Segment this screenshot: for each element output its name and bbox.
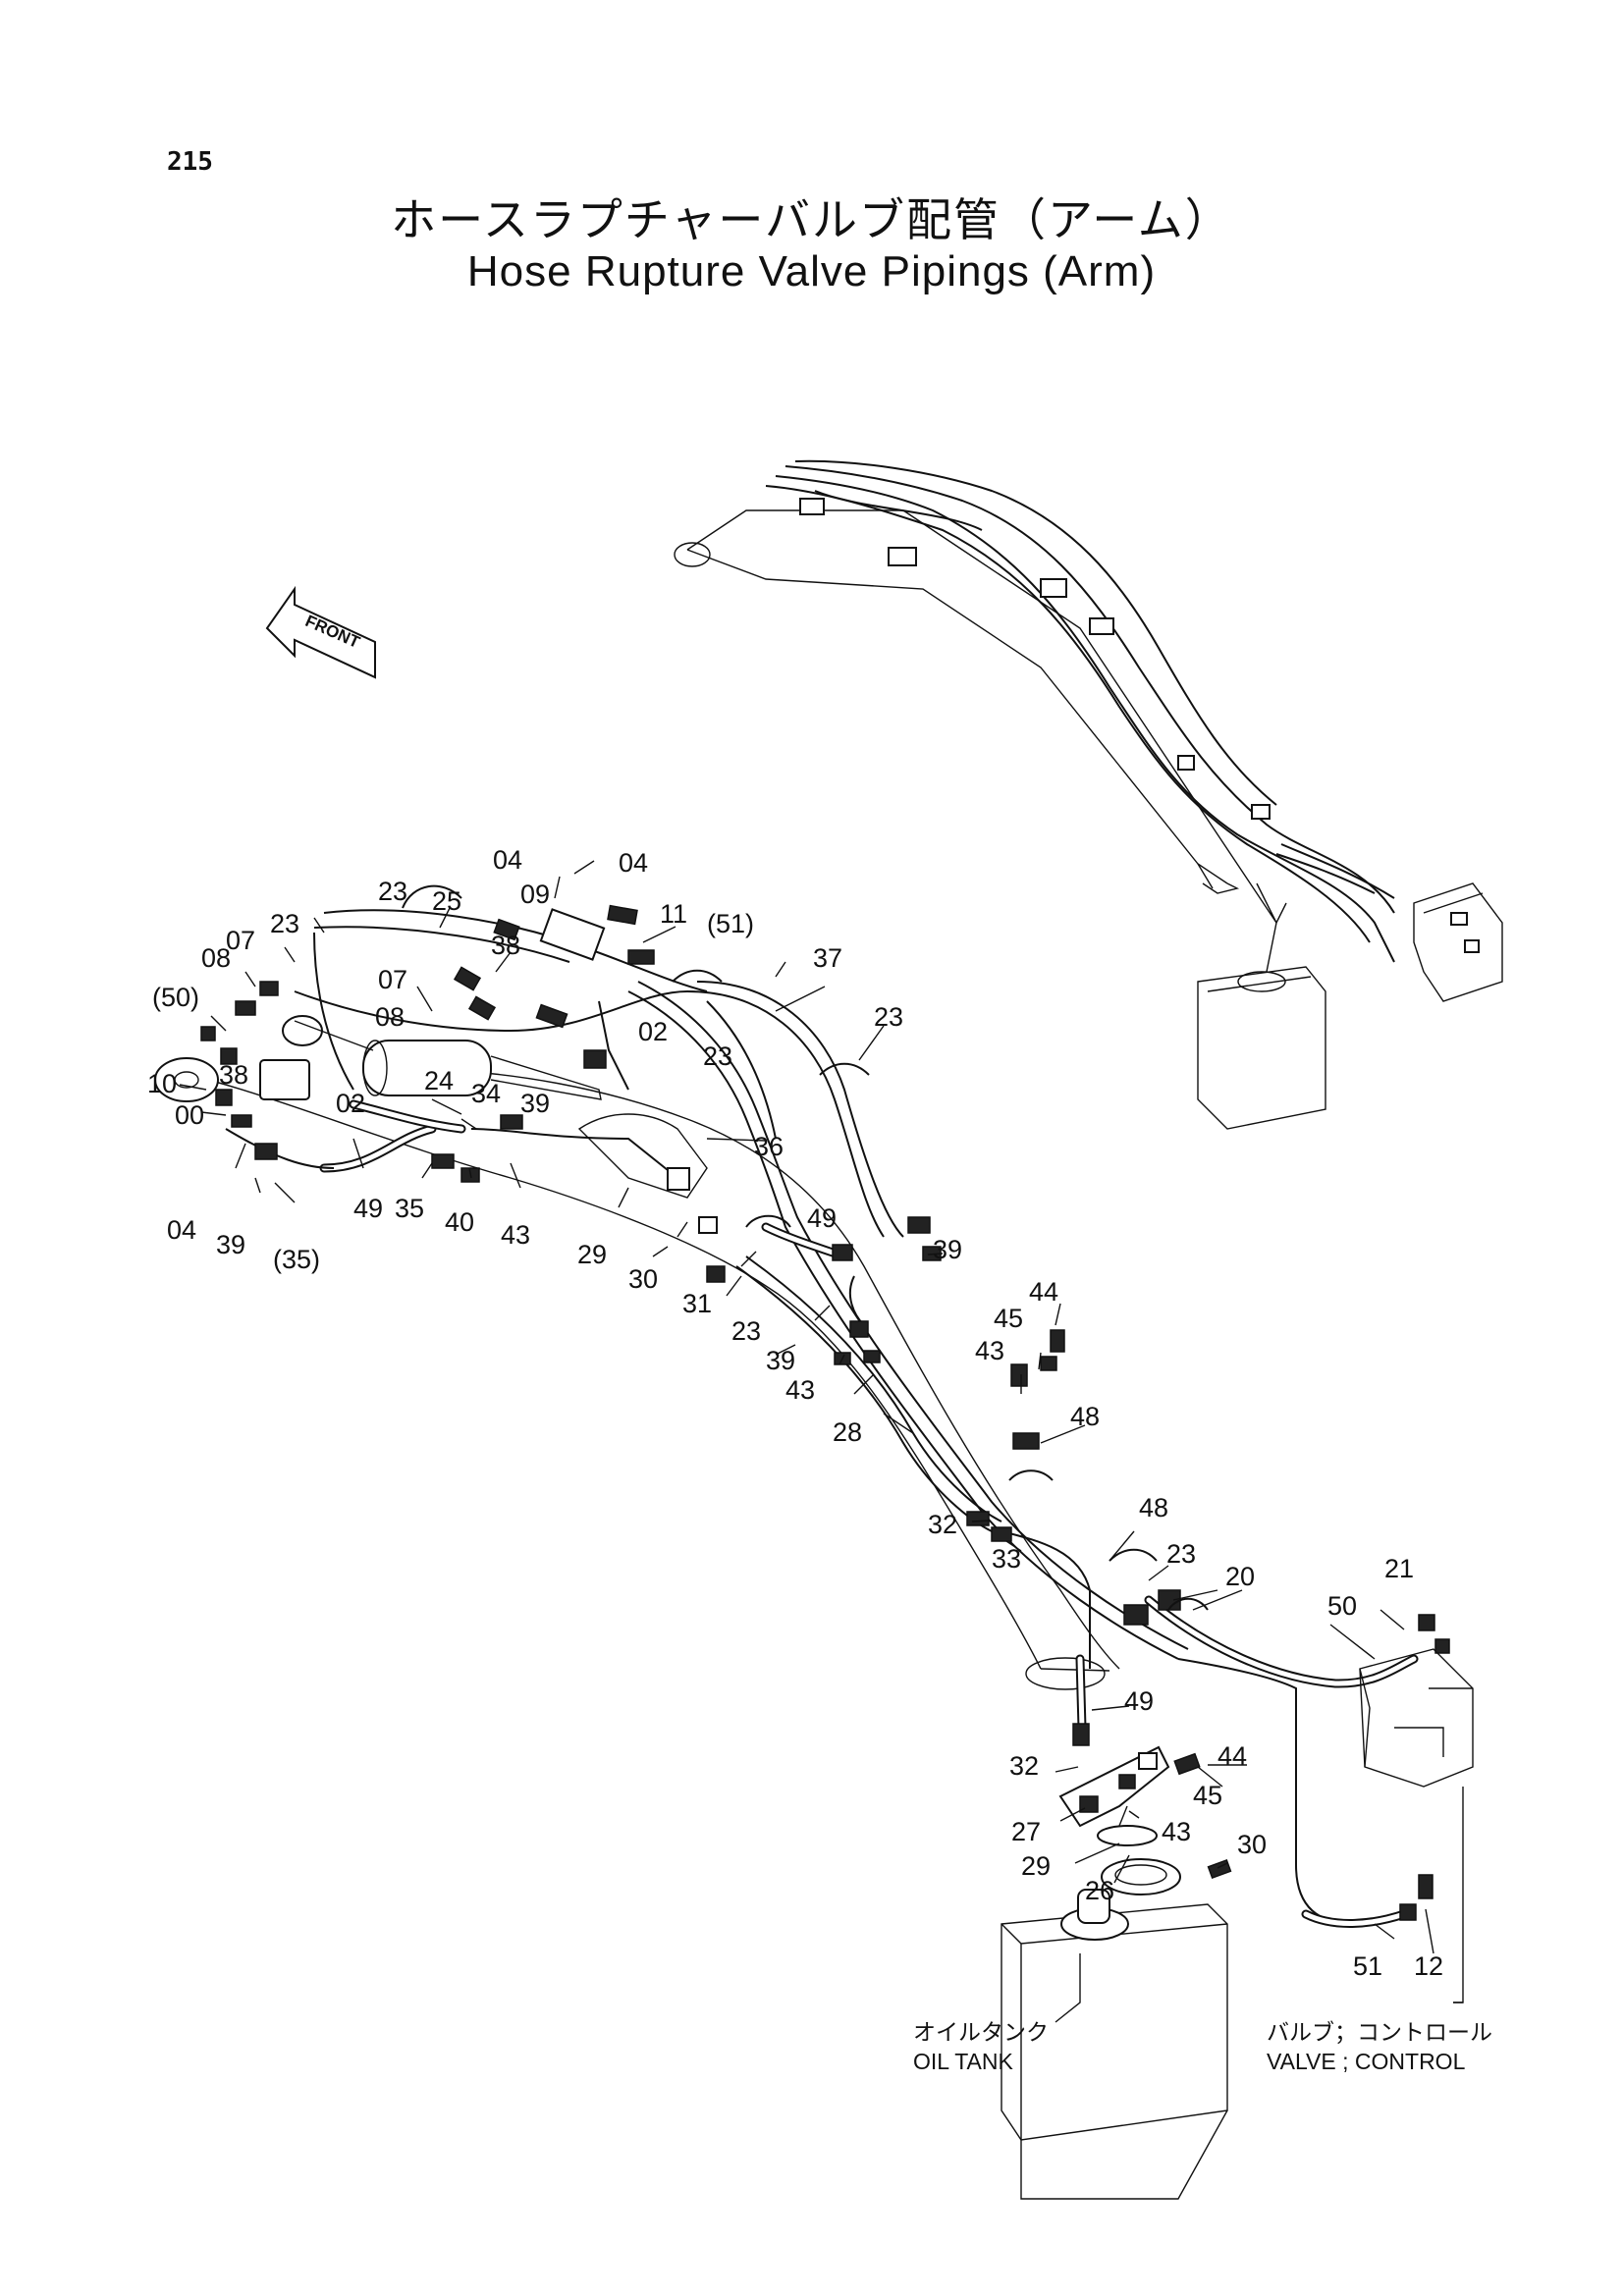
main-hose-run bbox=[225, 909, 1419, 1928]
front-arrow-icon: FRONT bbox=[265, 585, 376, 679]
callout: 44 bbox=[1029, 1277, 1058, 1307]
callout: 29 bbox=[577, 1240, 607, 1269]
callout: 07 bbox=[226, 926, 255, 955]
callout: 02 bbox=[336, 1089, 365, 1118]
callout: 43 bbox=[975, 1336, 1004, 1365]
callout: 31 bbox=[682, 1289, 712, 1318]
front-label: FRONT bbox=[302, 612, 363, 652]
callout: 50 bbox=[1327, 1591, 1357, 1621]
callout: 49 bbox=[807, 1203, 837, 1233]
callout: 07 bbox=[378, 965, 407, 994]
callout: 24 bbox=[424, 1066, 454, 1095]
callout-numbers: 04 04 09 11 (51) 37 23 23 25 38 07 23 08… bbox=[147, 845, 1443, 1981]
callout: 39 bbox=[933, 1235, 962, 1264]
arm-upper-outline bbox=[674, 509, 1277, 924]
upper-oil-tank bbox=[1197, 902, 1326, 1130]
callout: 10 bbox=[147, 1069, 177, 1098]
callout: 30 bbox=[628, 1264, 658, 1294]
diagram-title-english: Hose Rupture Valve Pipings (Arm) bbox=[466, 247, 1157, 295]
breather-bracket bbox=[1058, 1745, 1232, 1880]
callout: 25 bbox=[432, 886, 461, 916]
callout: 12 bbox=[1414, 1951, 1443, 1981]
callout: 23 bbox=[378, 877, 407, 906]
callout: 08 bbox=[201, 943, 231, 973]
callout: 44 bbox=[1217, 1741, 1247, 1771]
callout: (51) bbox=[707, 909, 754, 938]
arm-cylinder bbox=[282, 1015, 708, 1199]
callout: 23 bbox=[703, 1041, 732, 1071]
clamps bbox=[402, 884, 1209, 1611]
callout: 23 bbox=[874, 1002, 903, 1032]
callout: 23 bbox=[1166, 1539, 1196, 1569]
callout: 21 bbox=[1384, 1554, 1414, 1583]
callout: 32 bbox=[1009, 1751, 1039, 1781]
callout: 30 bbox=[1237, 1830, 1267, 1859]
callout: 36 bbox=[754, 1132, 784, 1161]
lower-oil-tank bbox=[1001, 1858, 1228, 2200]
callout: 29 bbox=[1021, 1851, 1051, 1881]
callout: 32 bbox=[928, 1510, 957, 1539]
callout: 26 bbox=[1085, 1876, 1114, 1905]
callout: 11 bbox=[660, 899, 687, 929]
callout: 27 bbox=[1011, 1817, 1041, 1846]
callout: 08 bbox=[375, 1002, 405, 1032]
callout: 34 bbox=[471, 1079, 501, 1108]
valve-label-en: VALVE ; CONTROL bbox=[1267, 2049, 1466, 2074]
callout: 45 bbox=[994, 1304, 1023, 1333]
callout: 33 bbox=[992, 1544, 1021, 1574]
callout: 38 bbox=[491, 931, 520, 960]
callout: 04 bbox=[619, 848, 648, 878]
callout: 39 bbox=[216, 1230, 245, 1259]
callout: 20 bbox=[1225, 1562, 1255, 1591]
callout: 39 bbox=[766, 1346, 795, 1375]
callout: 28 bbox=[833, 1417, 862, 1447]
callout: 40 bbox=[445, 1207, 474, 1237]
main-arm-outline bbox=[154, 1057, 1120, 1690]
callout: 09 bbox=[520, 880, 550, 909]
lower-control-valve bbox=[1359, 1648, 1474, 2003]
upper-hose-bundle bbox=[765, 459, 1395, 963]
callout: 04 bbox=[167, 1215, 196, 1245]
oil-tank-label-en: OIL TANK bbox=[913, 2049, 1013, 2074]
callout: 48 bbox=[1070, 1402, 1100, 1431]
diagram-title-japanese: ホースラプチャーバルブ配管（アーム） bbox=[391, 193, 1232, 246]
callout: 35 bbox=[395, 1194, 424, 1223]
leader-lines bbox=[179, 860, 1463, 2023]
callout: 43 bbox=[785, 1375, 815, 1405]
callout: (35) bbox=[273, 1245, 320, 1274]
callout: 04 bbox=[493, 845, 522, 875]
callout: 49 bbox=[353, 1194, 383, 1223]
callout: 43 bbox=[1162, 1817, 1191, 1846]
callout: 51 bbox=[1353, 1951, 1382, 1981]
page-number: 215 bbox=[167, 147, 213, 177]
upper-control-valve bbox=[1413, 882, 1503, 1002]
callout: 02 bbox=[638, 1017, 668, 1046]
callout: (50) bbox=[152, 983, 199, 1012]
oil-tank-label-jp: オイルタンク bbox=[913, 2019, 1049, 2045]
valve-label-jp: バルブ；コントロール bbox=[1267, 2019, 1492, 2045]
callout: 49 bbox=[1124, 1686, 1154, 1716]
callout: 23 bbox=[270, 909, 299, 938]
callout: 23 bbox=[731, 1316, 761, 1346]
callout: 37 bbox=[813, 943, 842, 973]
callout: 45 bbox=[1193, 1781, 1222, 1810]
callout: 48 bbox=[1139, 1493, 1168, 1522]
callout: 00 bbox=[175, 1100, 204, 1130]
component-labels: オイルタンク OIL TANK バルブ；コントロール VALVE ; CONTR… bbox=[913, 2019, 1492, 2074]
callout: 38 bbox=[219, 1060, 248, 1090]
callout: 39 bbox=[520, 1089, 550, 1118]
callout: 43 bbox=[501, 1220, 530, 1250]
